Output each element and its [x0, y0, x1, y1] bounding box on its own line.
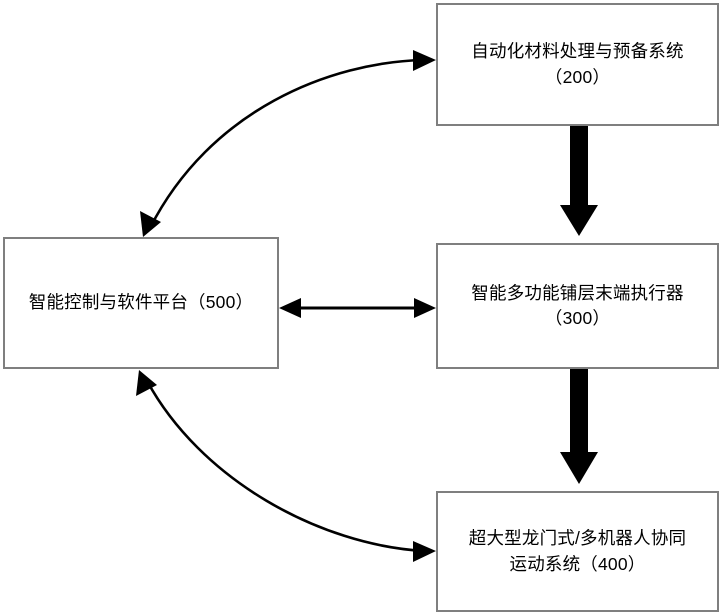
node-label-200: 自动化材料处理与预备系统 （200）: [471, 41, 684, 87]
node-intelligent-multifunction-layup-end-effector[interactable]: 智能多功能铺层末端执行器 （300）: [436, 243, 719, 369]
node-label-500: 智能控制与软件平台（500）: [28, 292, 254, 313]
node-label-400: 超大型龙门式/多机器人协同 运动系统（400）: [468, 528, 687, 574]
node-label-300: 智能多功能铺层末端执行器 （300）: [471, 282, 684, 328]
edge-200-to-300: [560, 124, 598, 236]
node-automated-material-handling-system[interactable]: 自动化材料处理与预备系统 （200）: [436, 3, 719, 126]
node-gantry-multi-robot-motion-system[interactable]: 超大型龙门式/多机器人协同 运动系统（400）: [436, 491, 719, 612]
edge-500-to-400: [136, 370, 436, 562]
edge-300-to-400: [560, 369, 598, 484]
edge-500-to-300: [279, 298, 436, 318]
node-intelligent-control-software-platform[interactable]: 智能控制与软件平台（500）: [3, 237, 279, 369]
edge-500-to-200: [140, 50, 436, 237]
